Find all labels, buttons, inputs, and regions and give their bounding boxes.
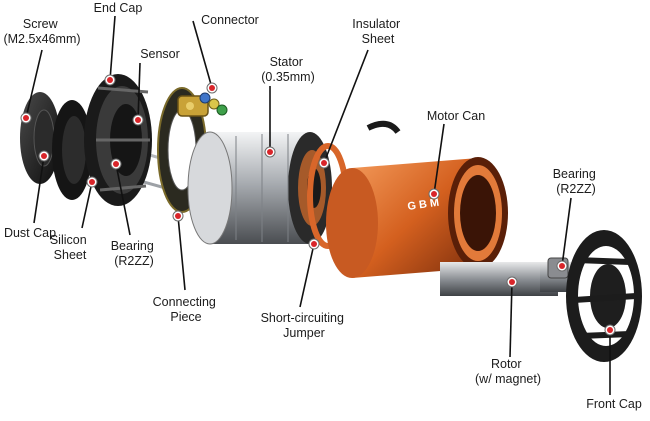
label-dust-cap: Dust Cap (4, 226, 56, 240)
label-short-circuiting-jumper: Short-circuiting Jumper (261, 311, 348, 340)
labels: Screw (M2.5x46mm) End Cap Connector Sens… (3, 1, 641, 411)
marker-front-cap (604, 324, 616, 336)
label-end-cap: End Cap (94, 1, 143, 15)
motor-parts: G B M (20, 74, 642, 362)
marker-dots (20, 74, 616, 336)
marker-rotor (506, 276, 518, 288)
marker-jumper (308, 238, 320, 250)
label-rotor: Rotor (w/ magnet) (475, 357, 541, 386)
marker-bearing-front (556, 260, 568, 272)
marker-silicon-sheet (86, 176, 98, 188)
label-connecting-piece: Connecting Piece (153, 295, 220, 324)
label-connector: Connector (201, 13, 259, 27)
marker-sensor (132, 114, 144, 126)
end-cap-part (84, 74, 152, 206)
can-mark: G B M (407, 197, 440, 213)
marker-bearing-rear (110, 158, 122, 170)
label-sensor: Sensor (140, 47, 180, 61)
marker-connecting-piece (172, 210, 184, 222)
marker-stator (264, 146, 276, 158)
motor-can-part: G B M (326, 157, 508, 278)
label-front-cap: Front Cap (586, 397, 642, 411)
label-bearing-rear: Bearing (R2ZZ) (111, 239, 158, 268)
label-motor-can: Motor Can (427, 109, 485, 123)
marker-insulator (318, 157, 330, 169)
label-stator: Stator (0.35mm) (261, 55, 314, 84)
front-cap-part (566, 230, 642, 362)
label-bearing-front: Bearing (R2ZZ) (553, 167, 600, 196)
leader-lines (25, 15, 611, 395)
label-silicon-sheet: Silicon Sheet (50, 233, 90, 262)
label-screw: Screw (M2.5x46mm) (3, 17, 80, 46)
jumper-arc (366, 120, 401, 134)
marker-dust-cap (38, 150, 50, 162)
marker-screw (20, 112, 32, 124)
label-insulator-sheet: Insulator Sheet (352, 17, 403, 46)
marker-motor-can (428, 188, 440, 200)
marker-connector (206, 82, 218, 94)
stator-part (187, 131, 332, 245)
marker-end-cap (104, 74, 116, 86)
